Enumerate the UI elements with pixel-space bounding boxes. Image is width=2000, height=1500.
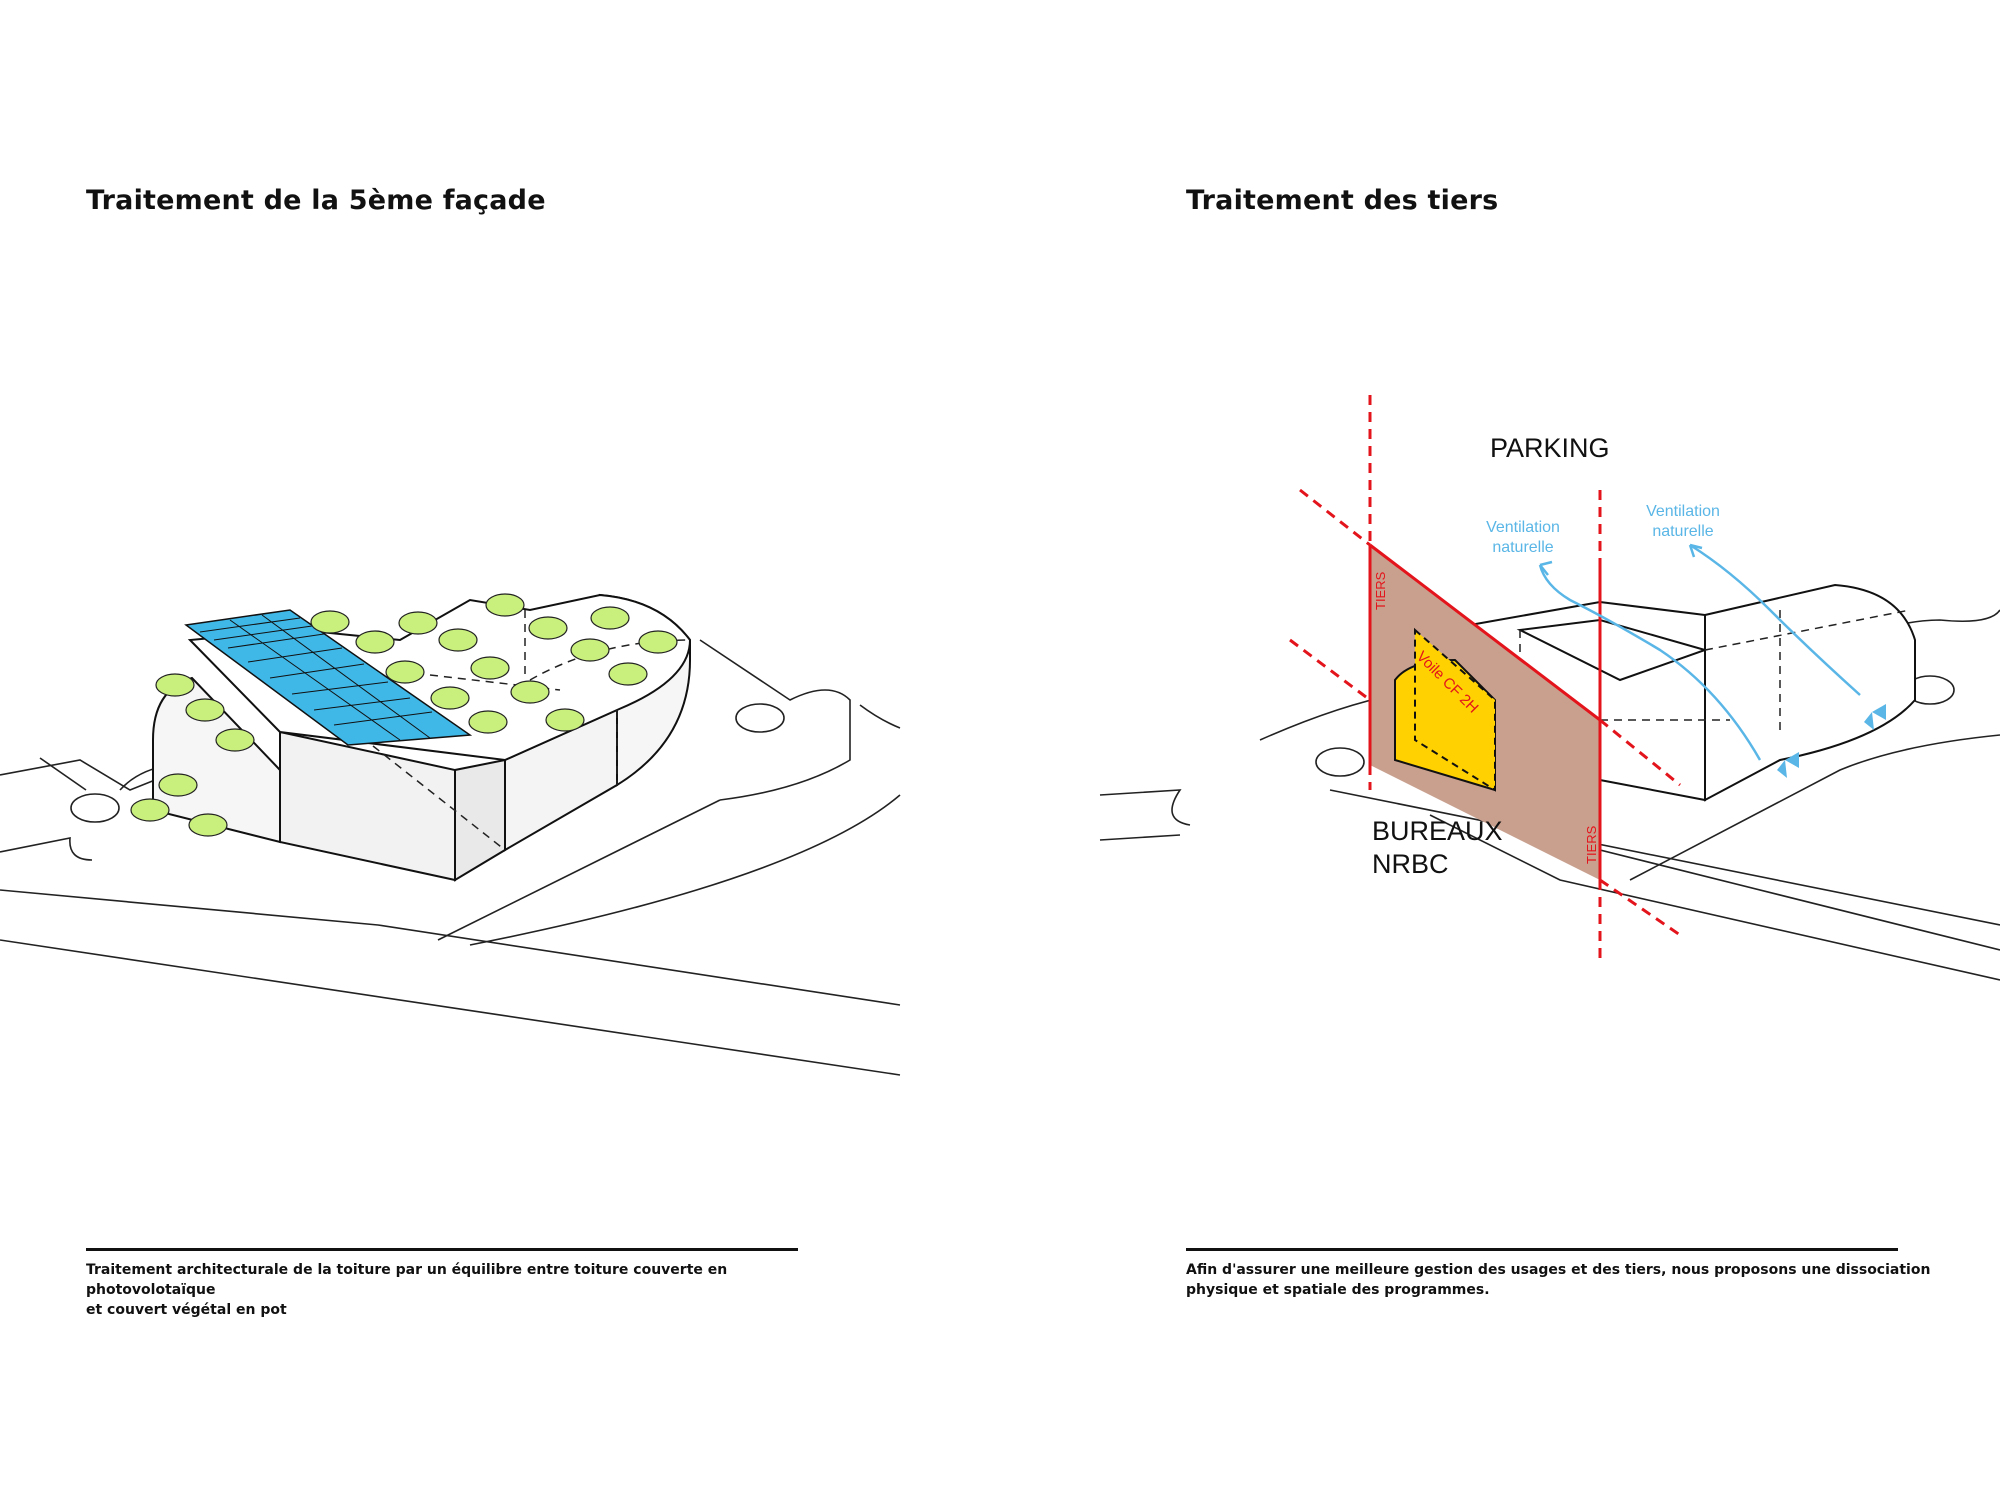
panel-caption: Traitement architecturale de la toiture …: [86, 1260, 846, 1320]
potted-trees: [130, 593, 678, 837]
ventilation-label-1: Ventilation naturelle: [1468, 518, 1578, 558]
ventilation-label-line: Ventilation: [1486, 519, 1560, 536]
panel-traitement-tiers: Traitement des tiers: [1000, 0, 2000, 1500]
panel-title: Traitement de la 5ème façade: [86, 185, 546, 216]
caption-rule: [86, 1248, 798, 1251]
solar-panel-array: [184, 609, 473, 746]
hidden-lines: [1519, 609, 1911, 760]
caption-line: Traitement architecturale de la toiture …: [86, 1262, 728, 1298]
tiers-label-1: TIERS: [1373, 571, 1388, 610]
ventilation-label-line: Ventilation: [1646, 503, 1720, 520]
ventilation-label-2: Ventilation naturelle: [1628, 502, 1738, 542]
tiers-boundary-lines: [1289, 395, 1681, 965]
road-network: [0, 639, 901, 1076]
caption-line: Afin d'assurer une meilleure gestion des…: [1186, 1262, 1931, 1278]
bureaux-nrbc-volume: [1394, 627, 1496, 792]
ventilation-inlet-markers: [1777, 704, 1886, 778]
panel-5eme-facade: Traitement de la 5ème façade: [0, 185, 901, 1320]
natural-ventilation-arrows: [1538, 543, 1861, 761]
caption-rule: [1186, 1248, 1898, 1251]
panel-caption: Afin d'assurer une meilleure gestion des…: [1186, 1260, 1946, 1300]
bureaux-label-line: NRBC: [1372, 849, 1449, 879]
panel-title: Traitement des tiers: [1186, 185, 1499, 216]
ventilation-label-line: naturelle: [1492, 539, 1554, 556]
tiers-label-2: TIERS: [1584, 825, 1599, 864]
ventilation-label-line: naturelle: [1652, 523, 1714, 540]
bureaux-nrbc-label: BUREAUX NRBC: [1372, 815, 1503, 881]
caption-line: physique et spatiale des programmes.: [1186, 1282, 1490, 1298]
caption-line: et couvert végétal en pot: [86, 1302, 287, 1318]
bureaux-label-line: BUREAUX: [1372, 816, 1503, 846]
roof-treatment-axonometric: [0, 593, 901, 1076]
parking-label: PARKING: [1490, 433, 1610, 463]
tiers-separation-axonometric: [1099, 395, 2000, 981]
